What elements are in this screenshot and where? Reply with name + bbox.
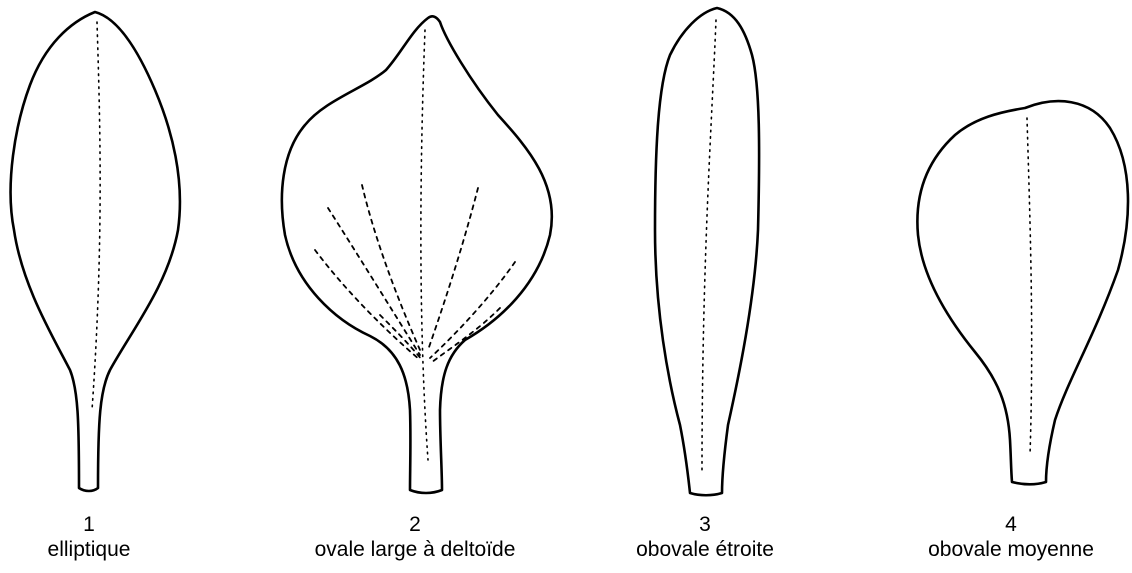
leaf-2-midrib	[421, 30, 428, 460]
leaf-4-number: 4	[880, 512, 1132, 537]
leaf-4-drawing	[917, 101, 1128, 484]
leaf-2-vein-6	[432, 308, 500, 362]
leaf-1-midrib	[92, 22, 100, 410]
leaf-3-name: obovale étroite	[600, 537, 810, 562]
leaf-1-drawing	[11, 12, 180, 491]
leaf-2-outline	[282, 16, 552, 493]
leaf-2-vein-3	[315, 250, 420, 360]
leaf-2-vein-1	[362, 185, 420, 350]
leaf-3-drawing	[655, 8, 759, 495]
leaf-3-outline	[655, 8, 759, 495]
leaf-2-vein-4	[428, 188, 478, 350]
leaf-4-midrib	[1027, 118, 1032, 455]
leaf-2-vein-7	[380, 315, 422, 360]
leaf-1-outline	[11, 12, 180, 491]
leaf-1-name: elliptique	[0, 537, 178, 562]
leaf-2-caption: 2 ovale large à deltoïde	[240, 512, 590, 562]
leaf-2-name: ovale large à deltoïde	[240, 537, 590, 562]
leaf-2-vein-5	[430, 262, 515, 358]
leaf-4-name: obovale moyenne	[880, 537, 1132, 562]
leaf-1-number: 1	[0, 512, 178, 537]
leaf-3-number: 3	[600, 512, 810, 537]
leaf-3-caption: 3 obovale étroite	[600, 512, 810, 562]
leaf-4-outline	[917, 101, 1128, 484]
leaf-4-caption: 4 obovale moyenne	[880, 512, 1132, 562]
leaf-2-number: 2	[240, 512, 590, 537]
leaf-3-midrib	[702, 20, 716, 470]
leaf-2-drawing	[282, 16, 552, 493]
leaf-1-caption: 1 elliptique	[0, 512, 178, 562]
